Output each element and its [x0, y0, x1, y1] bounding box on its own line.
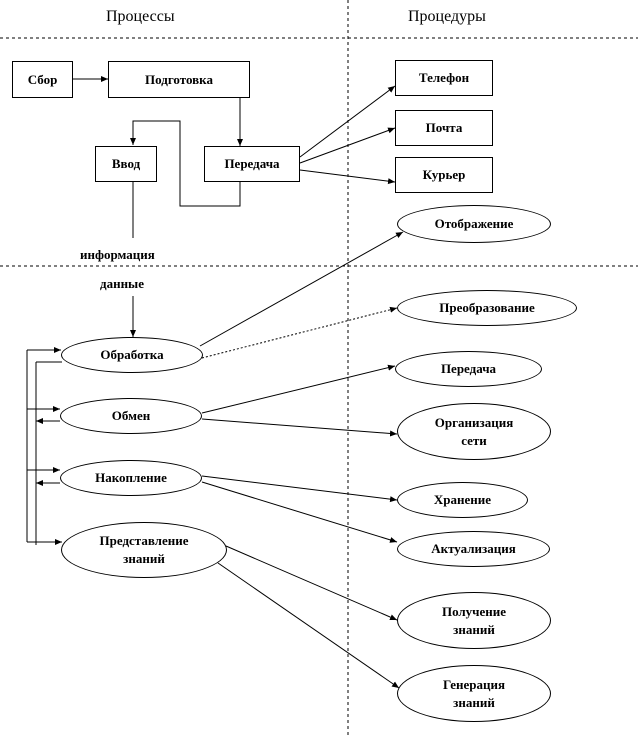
header-procedures: Процедуры	[408, 8, 486, 25]
procedure-poluchenie: Получение знаний	[397, 592, 551, 649]
procedure-otobrazhenie: Отображение	[397, 205, 551, 243]
procedure-organizatsiya: Организация сети	[397, 403, 551, 460]
box-podgotovka: Подготовка	[108, 61, 250, 98]
process-predstavlenie: Представление знаний	[61, 522, 227, 578]
arrow-peredacha-pochta	[299, 127, 396, 164]
arrow-nakoplenie-aktualizatsiya	[201, 481, 398, 543]
procedure-generatsiya: Генерация знаний	[397, 665, 551, 722]
arrow-obmen-peredacha	[201, 364, 396, 414]
arrow-peredacha-kurer	[299, 169, 396, 185]
process-obrabotka: Обработка	[61, 337, 203, 373]
box-telefon: Телефон	[395, 60, 493, 96]
arrow-obrabotka-otobrazhenie	[199, 231, 404, 347]
arrow-predstavlenie-generatsiya	[217, 562, 400, 689]
arrow-obrabotka-preobrazovanie	[201, 306, 398, 359]
process-obmen: Обмен	[60, 398, 202, 434]
loop-peredacha-vvod	[130, 120, 241, 207]
label-informatsiya: информация	[80, 247, 155, 262]
box-sbor: Сбор	[12, 61, 73, 98]
procedure-preobrazovanie: Преобразование	[397, 290, 577, 326]
box-vvod: Ввод	[95, 146, 157, 182]
procedure-hranenie: Хранение	[397, 482, 528, 518]
label-dannye: данные	[100, 276, 144, 291]
header-processes: Процессы	[106, 8, 175, 25]
arrow-nakoplenie-hranenie	[201, 475, 398, 503]
process-nakoplenie: Накопление	[60, 460, 202, 496]
box-peredacha: Передача	[204, 146, 300, 182]
box-pochta: Почта	[395, 110, 493, 146]
arrow-obmen-organizatsiya	[201, 418, 398, 437]
procedure-peredacha: Передача	[395, 351, 542, 387]
box-kurer: Курьер	[395, 157, 493, 193]
arrow-peredacha-telefon	[299, 85, 396, 158]
arrow-predstavlenie-poluchenie	[225, 545, 398, 621]
procedure-aktualizatsiya: Актуализация	[397, 531, 550, 567]
